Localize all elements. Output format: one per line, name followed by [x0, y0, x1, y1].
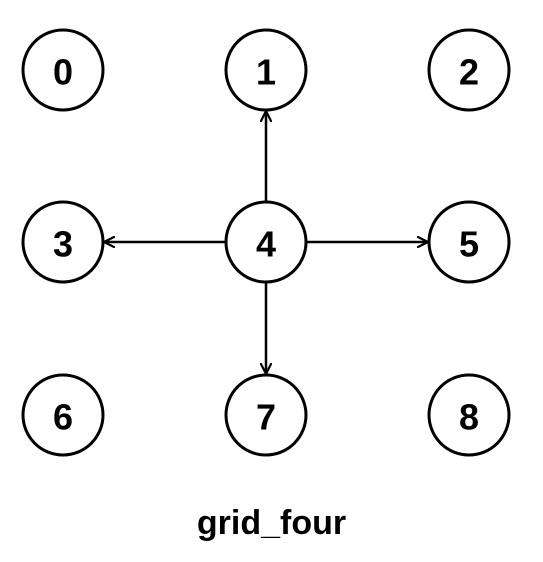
- node-circle: [224, 373, 308, 457]
- node-5: 5: [427, 200, 511, 284]
- node-label: 5: [459, 224, 479, 265]
- node-label: 1: [256, 52, 276, 93]
- edges-layer: [104, 111, 428, 374]
- node-label: 2: [459, 52, 479, 93]
- node-4: 4: [224, 200, 308, 284]
- nodes-layer: 0 1 2 3 4 5 6 7 8: [21, 28, 511, 457]
- node-label: 4: [256, 224, 276, 265]
- node-label: 7: [256, 397, 276, 438]
- node-circle: [427, 200, 511, 284]
- node-label: 6: [53, 397, 73, 438]
- node-label: 8: [459, 397, 479, 438]
- node-circle: [427, 28, 511, 112]
- node-7: 7: [224, 373, 308, 457]
- node-8: 8: [427, 373, 511, 457]
- node-label: 0: [53, 52, 73, 93]
- node-circle: [224, 28, 308, 112]
- node-circle: [427, 373, 511, 457]
- node-circle: [21, 373, 105, 457]
- node-2: 2: [427, 28, 511, 112]
- diagram-caption: grid_four: [196, 504, 347, 542]
- node-circle: [224, 200, 308, 284]
- node-6: 6: [21, 373, 105, 457]
- node-label: 3: [53, 224, 73, 265]
- node-circle: [21, 200, 105, 284]
- node-1: 1: [224, 28, 308, 112]
- node-0: 0: [21, 28, 105, 112]
- node-3: 3: [21, 200, 105, 284]
- node-circle: [21, 28, 105, 112]
